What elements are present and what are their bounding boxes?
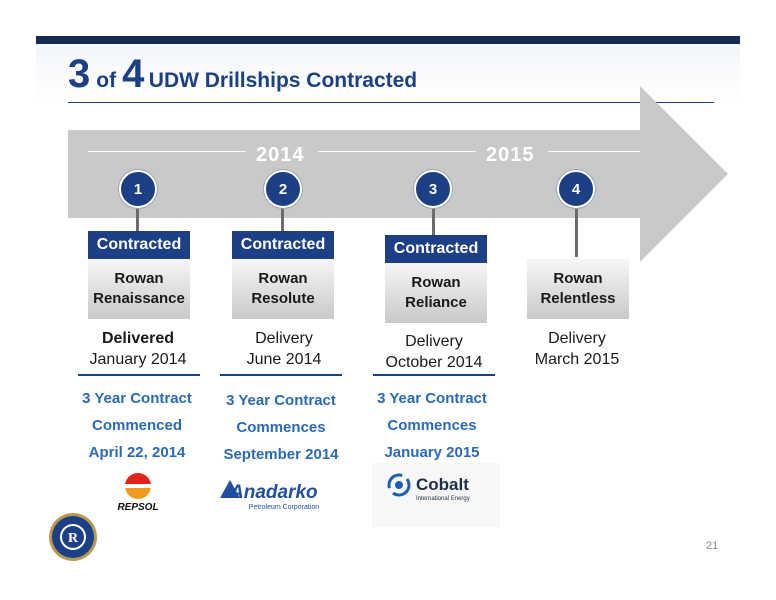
ship-name-line2: Renaissance: [93, 290, 185, 307]
year-label-2015: 2015: [486, 144, 535, 166]
anadarko-logo: Anadarko Petroleum Corporation: [220, 480, 320, 511]
anadarko-wordmark: Anadarko: [229, 482, 318, 503]
divider-2: [220, 374, 342, 376]
delivery-label: Delivered: [101, 330, 175, 347]
contract-date-line: April 22, 2014: [88, 444, 186, 461]
delivery-label: Delivery: [405, 333, 463, 350]
ship-card-relentless: Rowan Relentless: [527, 259, 629, 319]
step-circle-4: 4: [557, 170, 595, 208]
year-label-2014: 2014: [256, 144, 305, 166]
timeline-line-2: [318, 151, 476, 152]
header-background: [36, 44, 740, 104]
title-contracted-count: 3: [68, 52, 91, 96]
ship-card-reliance: Rowan Reliance: [385, 263, 487, 323]
cobalt-subtext: International Energy: [416, 496, 470, 502]
stem-1: [136, 205, 139, 235]
contract-status-line: Commenced: [91, 417, 183, 434]
cobalt-logo: Cobalt International Energy: [387, 473, 470, 502]
contract-terms-2: 3 Year Contract Commences September 2014: [206, 387, 356, 468]
cobalt-logo-box: Cobalt International Energy: [372, 463, 500, 527]
contract-date-line: January 2015: [384, 444, 480, 461]
ship-name-line2: Relentless: [540, 290, 616, 307]
ship-card-renaissance: Rowan Renaissance: [88, 259, 190, 319]
delivery-date: March 2015: [534, 350, 620, 368]
delivery-info-2: Delivery June 2014: [214, 329, 354, 371]
title-text: UDW Drillships Contracted: [148, 69, 418, 92]
contract-terms-3: 3 Year Contract Commences January 2015: [357, 385, 507, 466]
divider-1: [78, 374, 200, 376]
step-circle-3: 3: [414, 170, 452, 208]
delivery-label: Delivery: [255, 330, 313, 347]
cobalt-wordmark: Cobalt: [416, 475, 469, 494]
title-rule: [68, 102, 714, 103]
page-number: 21: [706, 540, 719, 552]
contracted-badge-2: Contracted: [232, 231, 334, 259]
ship-name-line2: Resolute: [251, 290, 315, 307]
ship-name-line1: Rowan: [114, 269, 164, 287]
top-bar: [36, 36, 740, 44]
contract-status-line: Commences: [387, 417, 477, 434]
ship-name-line1: Rowan: [553, 269, 603, 287]
ship-name-line1: Rowan: [258, 269, 308, 287]
stem-4: [575, 205, 578, 257]
title-of-word: of: [96, 69, 117, 92]
contract-term-line: 3 Year Contract: [377, 390, 487, 407]
timeline-line-1: [88, 151, 246, 152]
contract-date-line: September 2014: [223, 446, 339, 463]
repsol-wordmark: REPSOL: [117, 502, 158, 513]
delivery-date: October 2014: [385, 353, 483, 371]
repsol-logo: REPSOL: [117, 473, 159, 513]
contracted-badge-3: Contracted: [385, 235, 487, 263]
delivery-date: January 2014: [89, 350, 187, 368]
contract-terms-1: 3 Year Contract Commenced April 22, 2014: [62, 385, 212, 466]
contract-status-line: Commences: [236, 419, 326, 436]
contract-term-line: 3 Year Contract: [82, 390, 192, 407]
delivery-info-1: Delivered January 2014: [68, 329, 208, 371]
company-seal-logo: R: [49, 513, 97, 561]
delivery-label: Delivery: [548, 330, 606, 347]
timeline-arrow: [68, 86, 728, 262]
step-circle-1: 1: [119, 170, 157, 208]
anadarko-subtext: Petroleum Corporation: [249, 504, 320, 511]
seal-letter: R: [68, 531, 79, 546]
timeline-line-3: [548, 151, 640, 152]
delivery-info-3: Delivery October 2014: [364, 332, 504, 374]
delivery-info-4: Delivery March 2015: [507, 329, 647, 371]
contract-term-line: 3 Year Contract: [226, 392, 336, 409]
stem-3: [432, 205, 435, 235]
ship-name-line2: Reliance: [405, 294, 467, 311]
ship-name-line1: Rowan: [411, 273, 461, 291]
stem-2: [281, 205, 284, 235]
delivery-date: June 2014: [246, 350, 322, 368]
title-total-count: 4: [122, 52, 145, 96]
step-circle-2: 2: [264, 170, 302, 208]
ship-card-resolute: Rowan Resolute: [232, 259, 334, 319]
contracted-badge-1: Contracted: [88, 231, 190, 259]
divider-3: [373, 374, 495, 376]
